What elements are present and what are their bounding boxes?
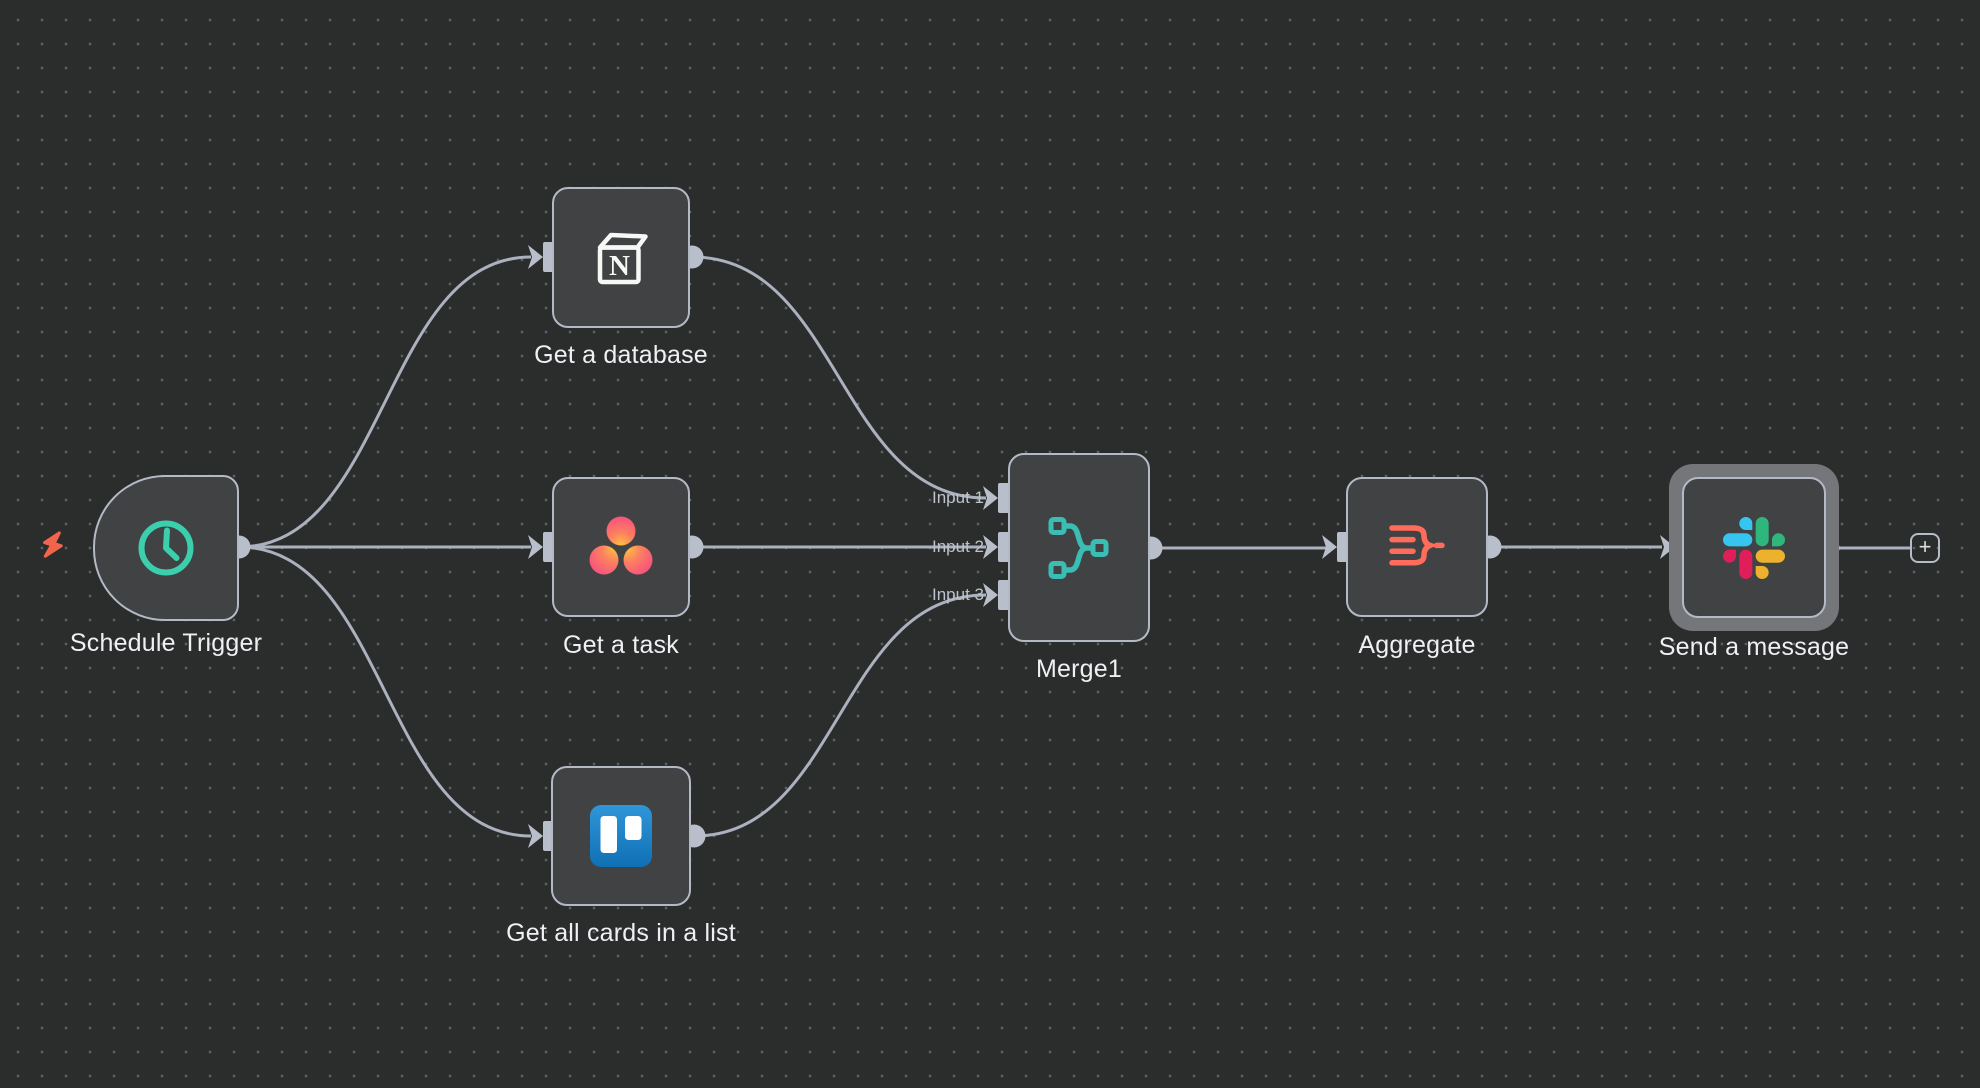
- connection-schedule-to-trello[interactable]: [238, 545, 532, 838]
- merge-input-1-label: Input 1: [932, 488, 984, 507]
- node-label-schedule-trigger: Schedule Trigger: [69, 629, 263, 657]
- input-port-aggregate[interactable]: [1322, 532, 1348, 562]
- notion-icon: N: [597, 232, 648, 284]
- input-port-merge-1[interactable]: [983, 483, 1009, 513]
- node-get-a-task[interactable]: [552, 477, 690, 617]
- node-label-merge1: Merge1: [1036, 655, 1122, 683]
- connection-trello-to-merge-input3[interactable]: [693, 593, 987, 838]
- trello-icon: [590, 805, 652, 867]
- execute-trigger-bolt-icon: [43, 531, 63, 558]
- merge-input-3-label: Input 3: [932, 585, 984, 604]
- node-label-get-all-cards-in-a-list: Get all cards in a list: [506, 919, 736, 947]
- connection-schedule-to-notion[interactable]: [238, 255, 532, 549]
- node-label-get-a-task: Get a task: [563, 631, 679, 659]
- node-merge1[interactable]: [1008, 453, 1150, 642]
- input-port-notion[interactable]: [528, 242, 554, 272]
- node-label-get-a-database: Get a database: [534, 341, 708, 369]
- aggregate-icon: [1389, 525, 1445, 566]
- merge-input-2-label: Input 2: [932, 537, 984, 556]
- asana-icon: [589, 516, 653, 575]
- node-schedule-trigger[interactable]: [93, 475, 239, 621]
- node-label-aggregate: Aggregate: [1358, 631, 1476, 659]
- slack-icon: [1723, 516, 1785, 579]
- selection-outline-send-a-message: [1669, 464, 1839, 631]
- input-port-asana[interactable]: [528, 532, 554, 562]
- node-send-a-message[interactable]: [1682, 477, 1826, 618]
- connection-notion-to-merge-input1[interactable]: [691, 255, 987, 500]
- svg-text:N: N: [609, 250, 630, 282]
- node-label-send-a-message: Send a message: [1658, 633, 1850, 661]
- node-get-a-database[interactable]: N: [552, 187, 690, 328]
- input-port-merge-3[interactable]: [983, 580, 1009, 610]
- clock-icon: [138, 520, 194, 576]
- merge-icon: [1048, 516, 1109, 579]
- node-get-all-cards-in-a-list[interactable]: [551, 766, 691, 906]
- node-aggregate[interactable]: [1346, 477, 1488, 617]
- add-node-button[interactable]: +: [1910, 533, 1940, 563]
- input-port-merge-2[interactable]: [983, 532, 1009, 562]
